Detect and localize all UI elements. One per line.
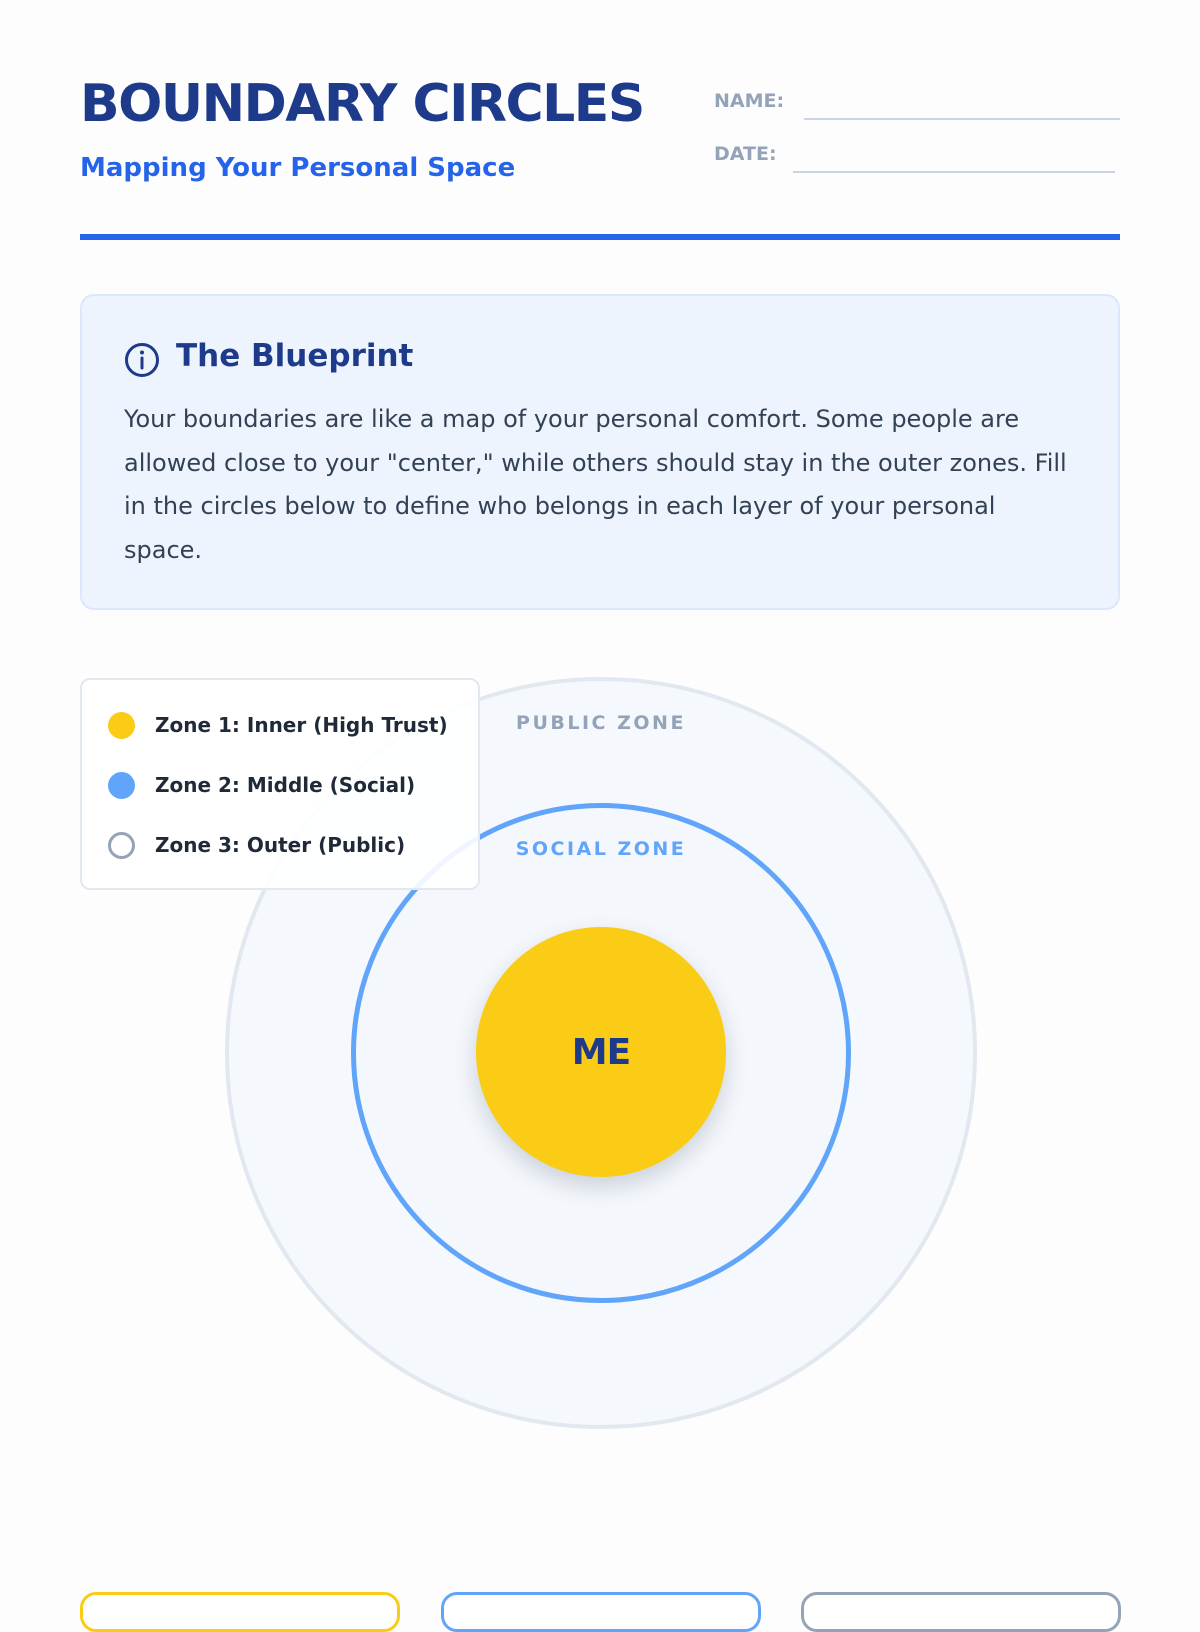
name-label: NAME: [714,90,785,112]
public-zone-label: PUBLIC ZONE [516,712,686,734]
page-subtitle: Mapping Your Personal Space [80,153,516,183]
me-label: ME [571,1031,631,1073]
me-circle: ME [476,927,726,1177]
blueprint-box: The Blueprint Your boundaries are like a… [80,294,1120,610]
middle-zone-card [441,1592,761,1632]
date-label: DATE: [714,143,777,165]
legend-item-inner: Zone 1: Inner (High Trust) [108,710,448,740]
inner-zone-card [80,1592,400,1632]
zone-legend: Zone 1: Inner (High Trust) Zone 2: Middl… [80,678,480,890]
page-title: BOUNDARY CIRCLES [80,74,645,134]
legend-label-middle: Zone 2: Middle (Social) [155,773,416,797]
legend-item-outer: Zone 3: Outer (Public) [108,830,405,860]
info-circle-icon [125,343,159,377]
outer-zone-dot-icon [108,831,135,859]
outer-zone-card [801,1592,1121,1632]
inner-zone-dot-icon [108,711,135,739]
legend-item-middle: Zone 2: Middle (Social) [108,770,415,800]
blueprint-text: Your boundaries are like a map of your p… [124,405,1067,564]
date-field-line[interactable] [793,171,1115,173]
blueprint-title: The Blueprint [176,338,414,374]
legend-label-outer: Zone 3: Outer (Public) [155,833,406,857]
name-field-line[interactable] [804,118,1120,120]
middle-zone-dot-icon [108,771,135,799]
header-divider [80,234,1120,240]
social-zone-label: SOCIAL ZONE [515,838,687,860]
legend-label-inner: Zone 1: Inner (High Trust) [155,713,448,737]
